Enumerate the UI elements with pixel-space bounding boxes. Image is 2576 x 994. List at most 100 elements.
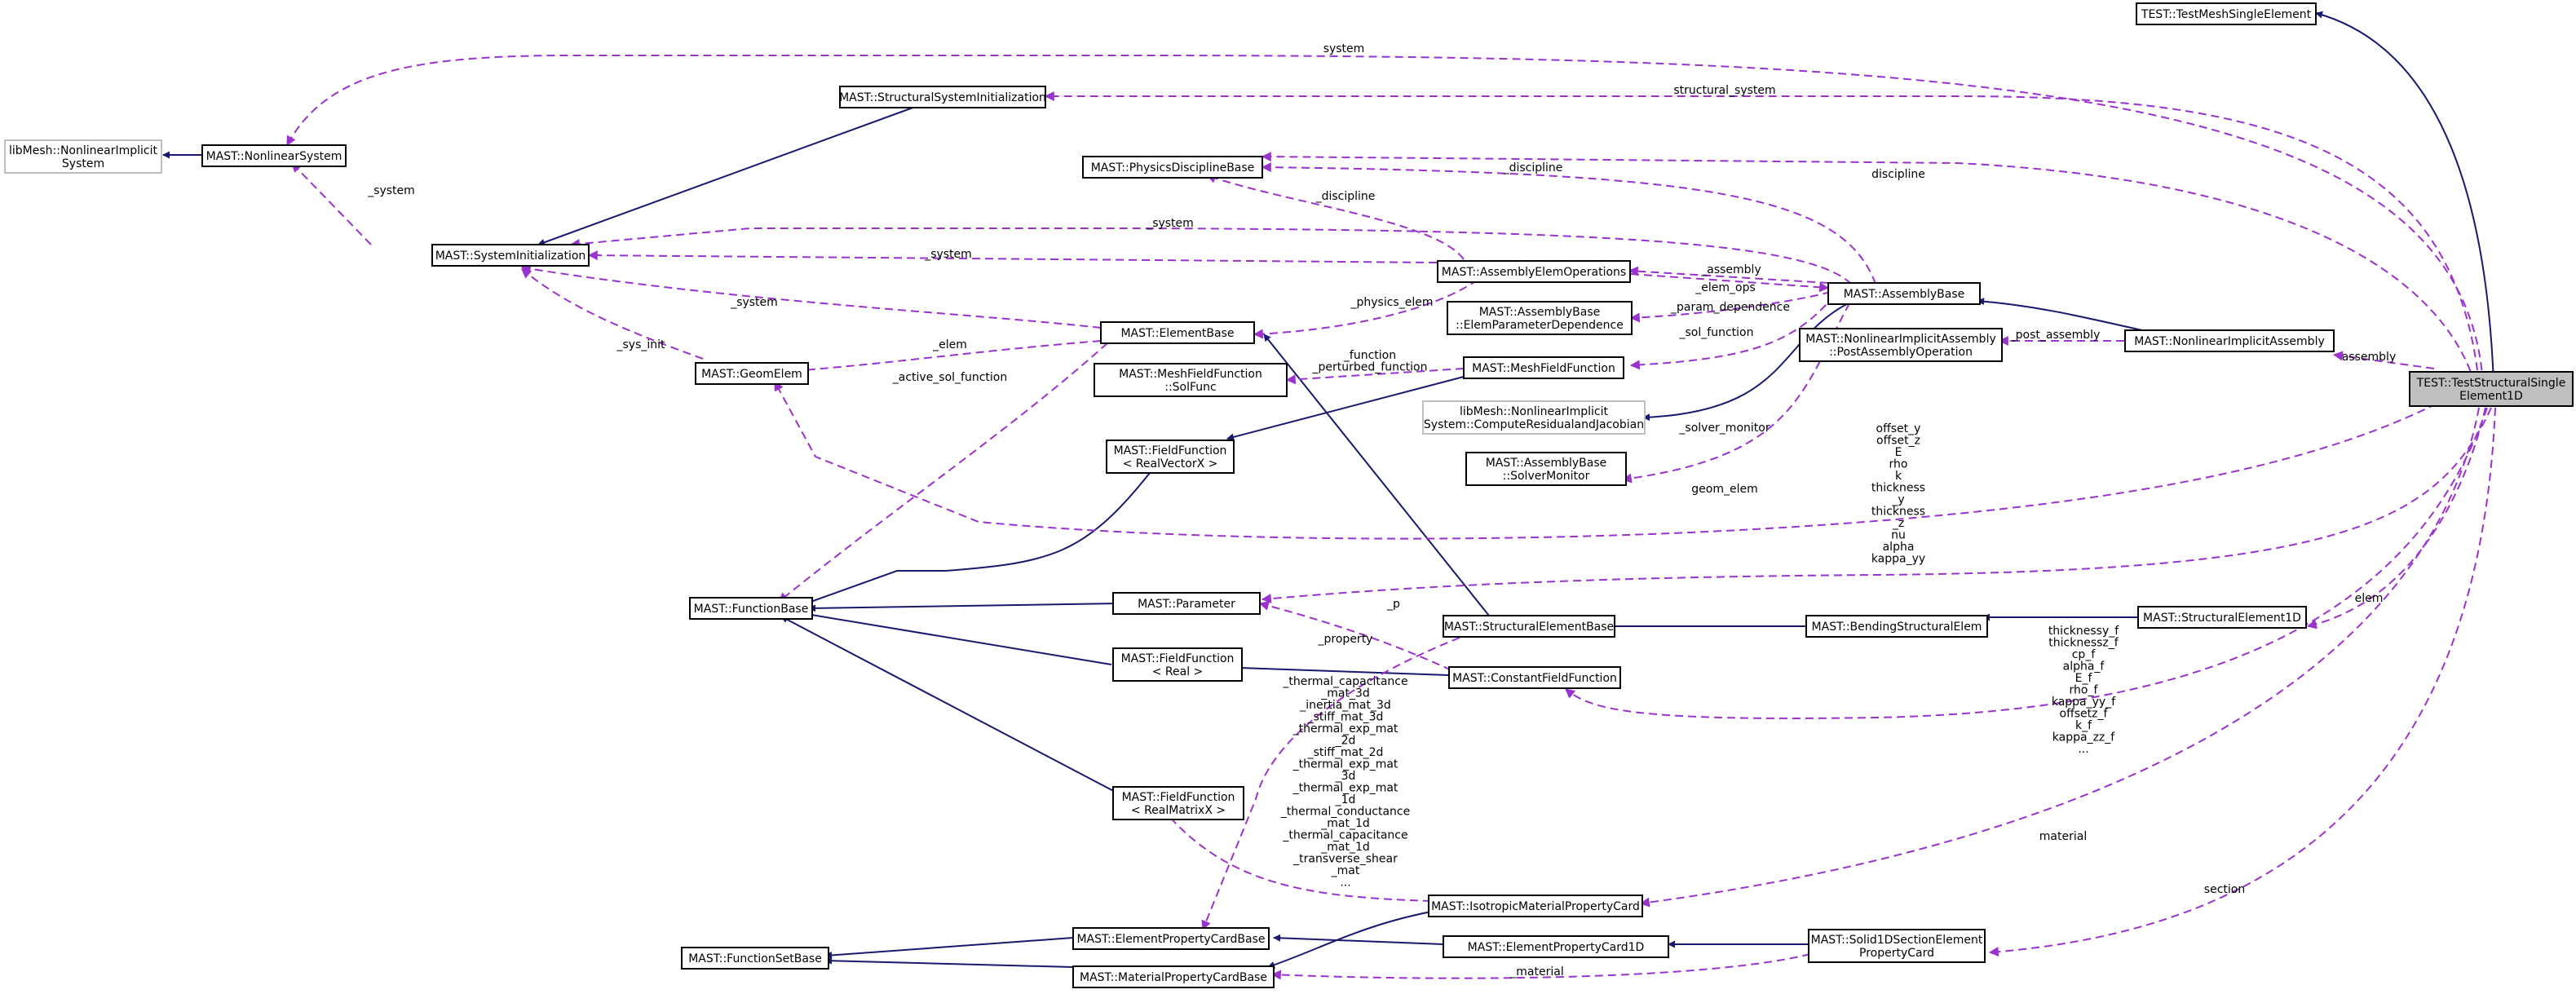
edge-label-line: _property (1318, 633, 1373, 646)
edge-assoc-property (1201, 637, 1460, 931)
node-label: MAST::PhysicsDisciplineBase (1091, 161, 1255, 175)
node-label: MAST::ElementPropertyCard1D (1468, 941, 1645, 954)
node-geom-elem[interactable]: MAST::GeomElem (695, 362, 809, 385)
edge-label-line: rho_f (2070, 684, 2099, 697)
node-box (1437, 260, 1631, 283)
node-ff-vec[interactable]: MAST::FieldFunction< RealVectorX > (1106, 440, 1235, 474)
edge-label-system-elem: _system (730, 296, 778, 309)
node-parameter[interactable]: MAST::Parameter (1112, 592, 1261, 615)
node-elem-prop-1d[interactable]: MAST::ElementPropertyCard1D (1443, 935, 1669, 958)
edge-label-line: _physics_elem (1350, 296, 1434, 309)
node-elem-prop-card[interactable]: MAST::ElementPropertyCardBase (1072, 927, 1270, 950)
edge-label-line: offsetz_f (2060, 708, 2109, 721)
edge-label-elem-right: elem (2355, 592, 2384, 605)
edge-assoc-elem-ops (1630, 273, 1830, 293)
node-label: MAST::ConstantFieldFunction (1452, 672, 1617, 685)
edge-label-line: _discipline (1503, 161, 1563, 175)
edge-label-line: _thermal_capacitance (1282, 675, 1407, 688)
edge-assoc-sys-init (521, 268, 704, 360)
node-solfunc[interactable]: MAST::MeshFieldFunction::SolFunc (1094, 363, 1288, 397)
node-box (1827, 282, 1981, 305)
edge-label-line: _elem_ops (1695, 281, 1756, 294)
edge-label-line: offset_y (1876, 422, 1921, 435)
edge-assoc-solver-monitor (1621, 303, 1850, 484)
edge-label-line: _system (367, 184, 415, 197)
node-label: MAST::MaterialPropertyCardBase (1080, 971, 1267, 984)
edge-label-line: geom_elem (1691, 483, 1757, 496)
node-func-base[interactable]: MAST::FunctionBase (689, 597, 813, 620)
node-box (2409, 371, 2574, 407)
node-box (1100, 321, 1255, 344)
node-bending[interactable]: MAST::BendingStructuralElem (1805, 615, 1988, 638)
edge-label-line: _stiff_mat_3d (1307, 711, 1384, 724)
node-func-set[interactable]: MAST::FunctionSetBase (681, 947, 829, 970)
edge-label-line: _inertia_mat_3d (1299, 699, 1391, 712)
node-box (695, 362, 809, 385)
node-solver-mon[interactable]: MAST::AssemblyBase::SolverMonitor (1465, 452, 1627, 486)
node-elem-base[interactable]: MAST::ElementBase (1100, 321, 1255, 344)
node-elem-param-dep[interactable]: MAST::AssemblyBase::ElemParameterDepende… (1447, 301, 1633, 335)
edge-assoc-p (1258, 600, 1452, 671)
edge-assoc-active-sol (778, 334, 1118, 603)
node-nl-impl-asm[interactable]: MAST::NonlinearImplicitAssembly (2124, 329, 2335, 352)
node-struct-elem-1d[interactable]: MAST::StructuralElement1D (2137, 606, 2307, 629)
edge-label-line: _solver_monitor (1678, 422, 1770, 435)
edge-label-line: ... (1340, 877, 1350, 890)
edge-assoc-material (1639, 407, 2480, 908)
node-box (2136, 2, 2317, 25)
edge-label-line: _3d (1335, 770, 1356, 783)
node-label: MAST::FunctionBase (694, 603, 809, 616)
node-asm-elem-ops[interactable]: MAST::AssemblyElemOperations (1437, 260, 1631, 283)
edge-assoc-section (1988, 407, 2496, 957)
node-label: libMesh::NonlinearImplicit (1460, 405, 1608, 418)
edge-label-line: kappa_yy (1871, 553, 1925, 566)
node-box (1106, 440, 1235, 474)
node-mesh-field[interactable]: MAST::MeshFieldFunction (1463, 356, 1624, 379)
edge-label-line: _mat_1d (1320, 841, 1370, 854)
node-ff-mat[interactable]: MAST::FieldFunction< RealMatrixX > (1112, 786, 1244, 820)
node-iso-mat[interactable]: MAST::IsotropicMaterialPropertyCard (1428, 895, 1643, 917)
edge-inherit-ffmat (780, 616, 1122, 796)
node-struct-elem-base[interactable]: MAST::StructuralElementBase (1443, 615, 1615, 638)
node-label: MAST::FunctionSetBase (688, 952, 822, 965)
edge-assoc-mat-fields (1157, 802, 1432, 902)
node-box (1072, 927, 1270, 950)
node-post-asm[interactable]: MAST::NonlinearImplicitAssembly::PostAss… (1799, 328, 2003, 362)
node-label: MAST::MeshFieldFunction (1472, 362, 1615, 375)
node-box (839, 86, 1046, 108)
node-test-mesh[interactable]: TEST::TestMeshSingleElement (2136, 2, 2317, 25)
edge-label-line: elem (2355, 592, 2384, 605)
edge-label-line: _system (730, 296, 778, 309)
node-box (1082, 156, 1263, 179)
node-sys-init[interactable]: MAST::SystemInitialization (431, 244, 590, 267)
node-mat-prop-card[interactable]: MAST::MaterialPropertyCardBase (1072, 965, 1275, 988)
node-nl-system[interactable]: MAST::NonlinearSystem (201, 144, 347, 167)
edge-label-line: section (2204, 883, 2245, 896)
node-assembly-base[interactable]: MAST::AssemblyBase (1827, 282, 1981, 305)
edge-label-line: alpha_f (2063, 660, 2105, 674)
edge-assoc-physics-elem (1253, 279, 1478, 339)
node-label: ::PostAssemblyOperation (1829, 346, 1973, 359)
edge-label-discipline-ops: _discipline (1315, 190, 1376, 203)
edge-label-p: _p (1386, 598, 1400, 611)
node-ff-real[interactable]: MAST::FieldFunction< Real > (1112, 647, 1243, 682)
node-layer: TEST::TestMeshSingleElementTEST::TestStr… (4, 2, 2574, 988)
node-compute-resid[interactable]: libMesh::NonlinearImplicitSystem::Comput… (1422, 400, 1646, 435)
node-physics-disc[interactable]: MAST::PhysicsDisciplineBase (1082, 156, 1263, 179)
node-const-field[interactable]: MAST::ConstantFieldFunction (1448, 666, 1621, 689)
node-box (681, 947, 829, 970)
edge-label-physics-elem: _physics_elem (1350, 296, 1434, 309)
node-label: MAST::GeomElem (701, 368, 802, 381)
node-struct-sys-init[interactable]: MAST::StructuralSystemInitialization (839, 86, 1046, 108)
node-label: MAST::NonlinearImplicitAssembly (1805, 333, 1996, 346)
node-label: < Real > (1152, 665, 1204, 678)
edge-label-line: _mat_1d (1320, 817, 1370, 830)
edge-label-sol-function: _sol_function (1679, 326, 1754, 339)
node-label: MAST::AssemblyElemOperations (1442, 266, 1626, 279)
edge-label-mat-fields: _thermal_capacitance_mat_3d_inertia_mat_… (1280, 675, 1410, 890)
